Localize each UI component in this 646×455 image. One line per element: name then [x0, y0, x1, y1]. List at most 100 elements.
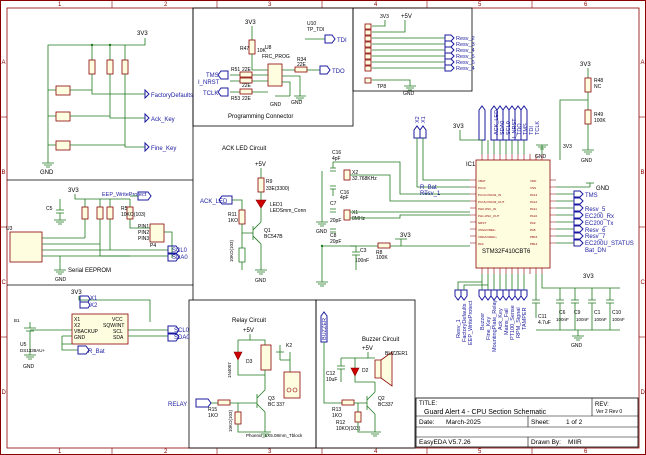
q3-label: Q3 [268, 396, 275, 402]
pin-label: PIN3 [138, 236, 149, 242]
c12-label: C12 [326, 371, 335, 377]
r-value: 10KO(103) [229, 239, 234, 262]
r15-value: 1KO [208, 413, 218, 419]
c7-label: C7 [330, 201, 337, 207]
title-label: TITLE: [419, 401, 437, 407]
section-title-buzzer: Buzzer Circuit [362, 337, 400, 343]
gnd-label: GND [403, 91, 415, 97]
r-value: 10KO(103) [228, 409, 233, 432]
net-resv: Resv_4 [456, 66, 475, 72]
net-tclk: TCLK [203, 91, 218, 97]
net-bottom: Mains_Fail [504, 308, 510, 335]
relay-section: Relay Circuit +5V D3 1N4007 K2 Q3 BC 337… [168, 318, 303, 438]
svg-text:PB14: PB14 [530, 242, 538, 246]
date-value: March-2025 [446, 419, 481, 426]
led1-value: LEDSmm_Conn [270, 208, 306, 214]
gnd-label: GND [40, 170, 54, 176]
svg-text:PA9: PA9 [530, 221, 536, 225]
c3-label: C3 [360, 248, 367, 254]
net-resv: Resv_6 [456, 60, 475, 66]
eeprom-chip-u3 [9, 231, 43, 263]
svg-text:VSSA/VREF-: VSSA/VREF- [478, 228, 496, 232]
row-label: B [2, 170, 6, 176]
pin-label: PIN2 [138, 230, 149, 236]
net-tdi: TDI [337, 38, 347, 44]
q2-label: Q2 [378, 396, 385, 402]
c-value: 4pF [340, 195, 349, 201]
x1-label: X1 [352, 210, 358, 216]
net-scl0: SCL0 [172, 248, 188, 254]
rev-label: REV: [595, 402, 609, 408]
net-ack-key: Ack_Key [151, 117, 175, 123]
power-3v3-label: 3V3 [563, 144, 572, 150]
r49-value: 100K [594, 118, 606, 124]
cbank-label: C6 [559, 310, 566, 316]
drawn-by-label: Drawn By: [531, 439, 561, 446]
gnd-label: GND [255, 278, 267, 284]
resistor-r53 [239, 88, 253, 95]
resv-flags [444, 34, 455, 72]
r48-label: R48 [594, 78, 603, 84]
power-5v-label: +5V [255, 162, 266, 168]
power-3v3-label: 3V3 [68, 188, 79, 194]
net-right: EC200U_STATUS [585, 241, 634, 247]
r51-value: 22E [242, 67, 252, 73]
net-buzzer: BUZZER [322, 318, 328, 340]
diode-d2 [350, 367, 360, 377]
net-scl0-top: SCL0 [506, 121, 512, 135]
net-bottom: RPM_Signal [516, 307, 522, 338]
net-ack-led-top: ACK_LED [494, 110, 500, 135]
row-label: D [641, 390, 646, 396]
r9-value: 33E(3300) [266, 186, 290, 192]
col-label: 4 [374, 449, 378, 455]
gnd-label: GND [316, 229, 328, 235]
c5-label: C5 [46, 206, 53, 212]
net-bottom: Resv_1 [456, 319, 462, 338]
power-3v3-label: 3V3 [583, 274, 594, 280]
r49-label: R49 [594, 112, 603, 118]
testpoint-column [364, 23, 372, 84]
r5-label: R5 [121, 206, 128, 212]
c11-label: C11 [538, 314, 547, 320]
c12-value: 10uF [326, 377, 337, 383]
tp8-label: TP8 [377, 84, 386, 90]
q1-value: BC547B [264, 234, 283, 240]
q3-value: BC 337 [268, 402, 285, 408]
ic1-name: STM32F410CBT6 [482, 249, 531, 255]
r8-label: R8 [376, 250, 383, 256]
resistor-r11 [238, 209, 246, 225]
r12-value: 10KO(103) [336, 426, 361, 432]
power-5v-label: +5V [401, 14, 412, 20]
net-relay: RELAY [168, 402, 187, 408]
prog-header-u8 [267, 63, 283, 87]
resistor [106, 206, 114, 220]
col-label: 1 [58, 449, 62, 455]
r48-r49-divider: 3V3 R48 NC R49 100K GND 3V3 [559, 62, 606, 164]
crystal-x1 [343, 209, 351, 221]
net-tdo-top: TDO [517, 123, 523, 135]
buzzer1-label: BUZZER1 [385, 351, 408, 357]
svg-text:PA13: PA13 [530, 193, 537, 197]
u5-pin-right: SQW/INT [103, 323, 124, 329]
r34-label: R34 [297, 57, 306, 63]
resistor-r8 [377, 242, 391, 249]
r34-value: 22E [297, 62, 307, 68]
net-sda0: SDA0 [172, 255, 188, 261]
gnd-label: GND [55, 277, 67, 283]
c7-value: 20pF [330, 218, 341, 224]
u5-pin-left: X2 [74, 323, 80, 329]
svg-text:PC13: PC13 [478, 186, 486, 190]
power-5v-label: +5V [362, 346, 373, 352]
net-eep-wp: EEP_WriteProtect [102, 192, 147, 198]
u10-ref: U10 [307, 21, 316, 27]
svg-text:NRST: NRST [478, 221, 486, 225]
resistor-r49 [584, 109, 592, 125]
d2-label: D2 [362, 368, 369, 374]
power-3v3-label: 3V3 [400, 233, 411, 239]
col-label: 5 [478, 2, 482, 8]
power-5v-label: +5V [243, 328, 254, 334]
ack-led-section: ACK LED Circuit +5V R9 33E(3300) LED1 LE… [200, 146, 306, 284]
net-bottom: TAMPER [522, 307, 528, 330]
